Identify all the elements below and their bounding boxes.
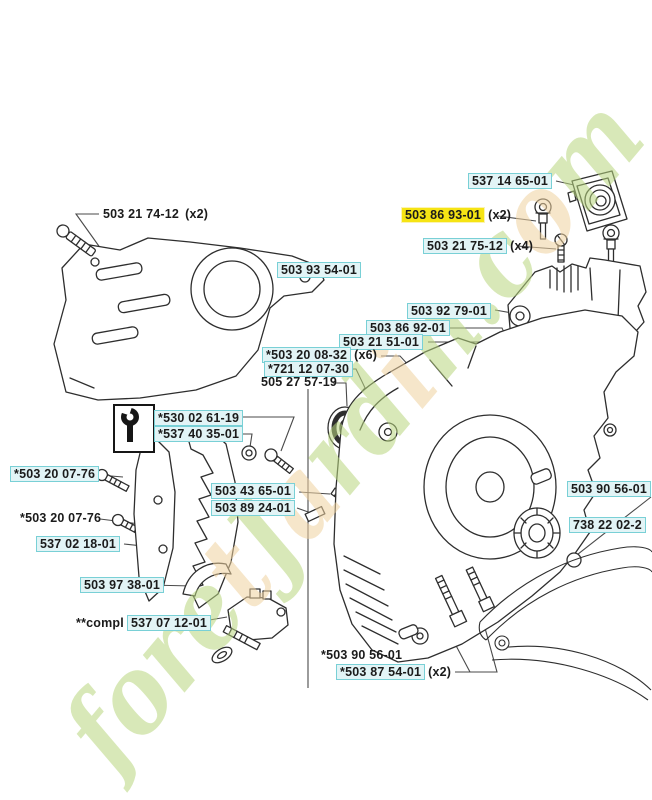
hook-piece-drawing	[182, 562, 232, 597]
part-qty: (x2)	[185, 207, 209, 221]
part-number[interactable]: 503 21 51-01	[339, 334, 424, 350]
gasket-drawing	[478, 546, 652, 701]
damper-drawing-2	[602, 224, 620, 266]
part-label[interactable]: 503 93 54-01	[277, 262, 362, 278]
part-label[interactable]: 503 92 79-01	[407, 303, 492, 319]
part-label[interactable]: 503 90 56-01	[567, 481, 652, 497]
screw-drawing-bottom-1	[434, 574, 468, 628]
screw-drawing-guard-1	[95, 468, 130, 492]
part-label[interactable]: *503 87 54-01(x2)	[336, 664, 451, 680]
screw-drawing-mid-left	[264, 448, 294, 475]
part-number[interactable]: 503 93 54-01	[277, 262, 362, 278]
part-number[interactable]: 503 21 75-12	[423, 238, 508, 254]
part-number[interactable]: 503 90 56-01	[567, 481, 652, 497]
oil-pump-drawing	[211, 588, 289, 664]
part-label[interactable]: 738 22 02-2	[569, 517, 646, 533]
tool-required-box	[113, 404, 155, 453]
part-label[interactable]: 503 89 24-01	[211, 500, 296, 516]
screw-drawing-bottom-2	[465, 566, 495, 613]
part-label: 505 27 57-19	[258, 375, 340, 389]
part-qty: (x2)	[488, 208, 512, 222]
part-label[interactable]: 537 02 18-01	[36, 536, 121, 552]
bearing-drawing	[513, 507, 561, 559]
wrench-icon	[120, 406, 139, 442]
part-number[interactable]: 503 43 65-01	[211, 483, 296, 499]
part-qty: (x2)	[428, 665, 452, 679]
part-number[interactable]: 537 14 65-01	[468, 173, 553, 189]
part-number[interactable]: 503 97 38-01	[80, 577, 165, 593]
part-number: 503 21 74-12	[103, 207, 180, 221]
part-qty: (x4)	[510, 239, 534, 253]
part-number[interactable]: *530 02 61-19	[154, 410, 244, 426]
part-label[interactable]: *537 40 35-01	[154, 426, 244, 442]
part-label[interactable]: 537 14 65-01	[468, 173, 553, 189]
key-drawing	[304, 505, 326, 523]
part-number[interactable]: *537 40 35-01	[154, 426, 244, 442]
part-label[interactable]: *721 12 07-30	[264, 361, 354, 377]
brake-plate-drawing	[133, 438, 176, 602]
part-label[interactable]: *530 02 61-19	[154, 410, 244, 426]
part-number: *503 20 07-76	[20, 511, 102, 525]
part-label[interactable]: *503 20 07-76	[10, 466, 100, 482]
part-number[interactable]: *503 87 54-01	[336, 664, 426, 680]
part-label[interactable]: 503 86 93-01(x2)	[401, 207, 511, 223]
damper-drawing-1	[534, 198, 552, 240]
part-label[interactable]: 503 21 75-12(x4)	[423, 238, 533, 254]
part-number[interactable]: 503 86 93-01	[401, 207, 486, 223]
part-number: *503 90 56-01	[321, 648, 403, 662]
part-number[interactable]: 503 89 24-01	[211, 500, 296, 516]
dowel-drawing-1	[530, 468, 552, 485]
part-label: *503 90 56-01	[318, 648, 405, 662]
part-label: *503 20 07-76	[17, 511, 104, 525]
part-label[interactable]: 503 21 51-01	[339, 334, 424, 350]
part-label[interactable]: 503 43 65-01	[211, 483, 296, 499]
part-number[interactable]: *721 12 07-30	[264, 361, 354, 377]
part-number[interactable]: 537 02 18-01	[36, 536, 121, 552]
dowel-drawing-2	[398, 624, 419, 640]
part-label-prefix: **compl	[76, 616, 124, 630]
screw-drawing-top-left	[56, 224, 96, 257]
part-number[interactable]: 503 92 79-01	[407, 303, 492, 319]
part-label[interactable]: 503 97 38-01	[80, 577, 165, 593]
part-label: 503 21 74-12 (x2)	[100, 207, 208, 221]
part-number[interactable]: 738 22 02-2	[569, 517, 646, 533]
part-qty: (x6)	[354, 348, 378, 362]
nut-drawing	[241, 445, 257, 461]
part-number: 505 27 57-19	[261, 375, 338, 389]
spiral-plate-drawing	[567, 170, 628, 232]
part-number[interactable]: *503 20 07-76	[10, 466, 100, 482]
screw-drawing-top-right	[554, 233, 568, 263]
part-number[interactable]: 537 07 12-01	[126, 615, 212, 631]
